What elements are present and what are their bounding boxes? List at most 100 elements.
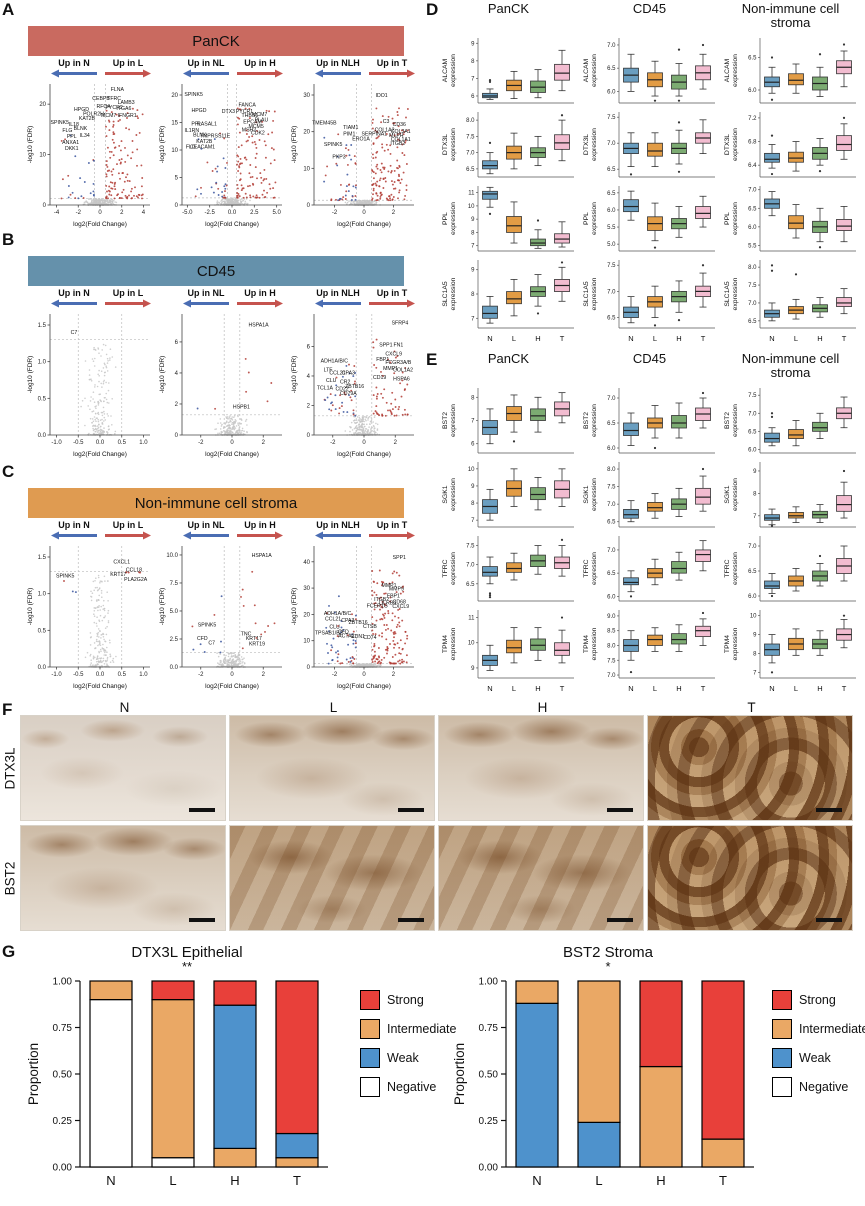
scale-bar <box>816 918 842 922</box>
svg-text:11: 11 <box>468 191 475 197</box>
svg-text:7: 7 <box>753 670 757 676</box>
svg-text:6.0: 6.0 <box>607 446 616 452</box>
svg-text:-0.5: -0.5 <box>73 672 84 678</box>
section-header-panck: PanCK <box>28 26 404 56</box>
svg-text:6.4: 6.4 <box>748 163 757 169</box>
gene-name-label: TPM4 <box>724 635 731 653</box>
section-header-text: Non-immune cell stroma <box>134 494 298 512</box>
x-category-label: N <box>532 1173 541 1188</box>
gene-label: LILRB4 <box>379 600 396 606</box>
right-arrow-icon <box>105 299 151 308</box>
gene-label: CD79A <box>340 391 357 397</box>
x-category-label: H <box>817 334 822 343</box>
x-category-label: N <box>487 334 492 343</box>
section-header-cd45: CD45 <box>28 256 404 286</box>
svg-text:6: 6 <box>471 442 475 448</box>
svg-text:30: 30 <box>303 93 310 99</box>
svg-text:8: 8 <box>471 395 475 401</box>
left-arrow-icon <box>51 299 97 308</box>
expression-label: expression <box>732 54 739 87</box>
gene-name-label: TFRC <box>583 559 590 577</box>
svg-text:2: 2 <box>262 440 266 446</box>
svg-text:6.5: 6.5 <box>748 206 757 212</box>
svg-text:0.00: 0.00 <box>53 1163 73 1174</box>
section-header-stroma: Non-immune cell stroma <box>28 488 404 518</box>
gene-label: ANXA1 <box>62 140 79 146</box>
gene-label: CD68 <box>393 599 406 605</box>
svg-text:9: 9 <box>753 633 757 639</box>
gene-label: MSH2 <box>242 127 257 133</box>
x-category-label: H <box>656 1173 665 1188</box>
gene-label: CXCL9 <box>392 604 409 610</box>
x-category-label: T <box>293 1173 301 1188</box>
gene-name-label: TFRC <box>442 559 449 577</box>
y-axis-label: -log10 (FDR) <box>159 588 166 626</box>
svg-text:10: 10 <box>468 641 475 647</box>
gene-label: RASAL1 <box>197 121 217 127</box>
x-category-label: N <box>106 1173 115 1188</box>
gene-label: RFC4 <box>96 104 110 110</box>
svg-text:6.0: 6.0 <box>607 208 616 214</box>
bar-segment-negative <box>151 1157 195 1168</box>
svg-text:20: 20 <box>39 102 46 108</box>
svg-text:0.0: 0.0 <box>96 440 105 446</box>
bar-segment-negative <box>89 999 133 1168</box>
expression-label: expression <box>450 627 457 660</box>
up-in-label: Up in NL <box>187 58 225 68</box>
x-category-label: N <box>628 684 633 693</box>
svg-text:7.0: 7.0 <box>607 673 616 679</box>
gene-name-label: PPL <box>442 212 449 225</box>
x-category-label: T <box>701 334 706 343</box>
svg-text:8: 8 <box>753 651 757 657</box>
gene-label: CTSB <box>363 624 377 630</box>
gene-label: CPA3 <box>342 371 355 377</box>
gene-name-label: SGK1 <box>442 485 449 503</box>
expression-label: expression <box>732 202 739 235</box>
svg-text:-4: -4 <box>54 210 60 216</box>
scale-bar <box>189 808 215 812</box>
gene-label: FN1 <box>393 342 403 348</box>
gene-label: TIAM1 <box>343 125 358 131</box>
gene-label: CXCL9 <box>385 351 402 357</box>
x-category-label: L <box>169 1173 176 1188</box>
svg-text:7.5: 7.5 <box>607 658 616 664</box>
x-axis-label: log2(Fold Change) <box>73 221 127 228</box>
expression-label: expression <box>450 478 457 511</box>
svg-text:1.00: 1.00 <box>53 977 73 988</box>
svg-text:10: 10 <box>750 614 757 620</box>
svg-text:-5.0: -5.0 <box>182 210 193 216</box>
gene-name-label: BST2 <box>724 412 731 429</box>
gene-label: MCM7 <box>252 112 267 118</box>
right-arrow-icon <box>237 299 283 308</box>
legend-item-strong: Strong <box>772 990 865 1010</box>
svg-text:20: 20 <box>303 612 310 618</box>
gene-label: SPINK5 <box>324 142 343 148</box>
gene-label: CCL21 <box>325 617 341 623</box>
up-in-label: Up in NL <box>187 288 225 298</box>
gene-label: KRT17 <box>110 572 126 578</box>
up-in-label: Up in H <box>244 520 276 530</box>
x-category-label: L <box>794 684 798 693</box>
legend-item-intermediate: Intermediate <box>772 1019 865 1039</box>
column-header: CD45 <box>632 351 667 366</box>
expression-label: expression <box>591 202 598 235</box>
gene-label: LAMB3 <box>118 100 135 106</box>
gene-label: CD36 <box>393 122 406 128</box>
svg-text:7: 7 <box>471 316 475 322</box>
